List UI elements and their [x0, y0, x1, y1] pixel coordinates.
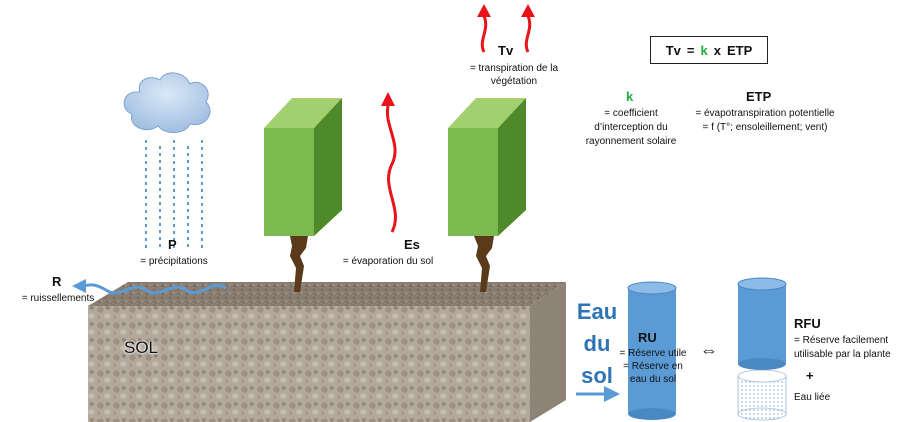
rfu-plus: + — [806, 368, 814, 383]
arrow-head — [381, 92, 395, 106]
flow-arrow-to-ru — [576, 386, 620, 402]
cloud-icon — [123, 72, 211, 133]
formula-k: k — [700, 42, 708, 58]
plant-trunk — [474, 236, 494, 292]
plant-side-face — [498, 98, 526, 236]
soil-block — [88, 282, 566, 422]
plant-right — [448, 98, 526, 292]
plant-top-face — [448, 98, 526, 128]
plant-trunk — [290, 236, 308, 292]
ru-desc-line3: eau du sol — [629, 374, 677, 385]
p-symbol: P — [168, 237, 177, 252]
r-symbol: R — [52, 274, 62, 289]
soil-side-face — [530, 282, 566, 422]
rain-drops — [145, 140, 203, 250]
es-symbol: Es — [404, 237, 420, 252]
rfu-desc-line1: = Réserve facilement — [794, 335, 889, 346]
etp-desc-line1: = évapotranspiration potentielle — [695, 108, 835, 119]
r-desc: = ruissellements — [21, 293, 95, 304]
k-desc-line1: = coefficient — [604, 108, 658, 119]
formula-rhs: ETP — [726, 42, 753, 58]
plant-left — [264, 98, 342, 292]
plant-top-face — [264, 98, 342, 128]
rfu-cylinder — [737, 277, 787, 421]
formula-box: Tv = k x ETP — [650, 36, 768, 64]
arrow-head — [521, 4, 535, 17]
eau-du-sol-line3: sol — [581, 363, 613, 388]
formula-op: x — [713, 42, 721, 58]
rfu-symbol: RFU — [794, 316, 821, 331]
p-desc: = précipitations — [140, 256, 208, 267]
plant-front-face — [448, 128, 498, 236]
plant-side-face — [314, 98, 342, 236]
tv-desc-line2: végétation — [490, 76, 538, 87]
tv-symbol: Tv — [498, 43, 514, 58]
k-desc-line3: rayonnement solaire — [585, 136, 677, 147]
rfu-desc-line2: utilisable par la plante — [794, 349, 891, 360]
transpiration-arrow — [480, 15, 488, 53]
k-desc-line2: d’interception du — [594, 122, 668, 133]
soil-top-face — [88, 282, 566, 306]
eau-du-sol-line2: du — [583, 331, 611, 356]
etp-symbol: ETP — [746, 89, 772, 104]
etp-desc-line2: = f (T°; ensoleillement; vent) — [702, 122, 828, 133]
ru-cylinder — [627, 281, 677, 420]
equivalence-symbol: ⇔ — [700, 340, 718, 360]
soil-front-face — [88, 306, 530, 422]
formula-lhs: Tv — [665, 42, 681, 58]
transpiration-arrow — [524, 15, 532, 53]
sol-label: SOL — [124, 338, 159, 357]
evaporation-arrow — [385, 105, 397, 233]
eau-du-sol-line1: Eau — [576, 299, 618, 324]
ru-symbol: RU — [638, 330, 657, 345]
transpiration-arrows — [480, 15, 532, 53]
runoff-arrow — [72, 279, 227, 295]
arrow-head — [477, 4, 491, 17]
es-desc: = évaporation du sol — [342, 256, 434, 267]
k-symbol: k — [626, 89, 634, 104]
ru-desc-line2: = Réserve en — [623, 361, 683, 372]
eau-du-sol-label: Eau du sol — [572, 296, 622, 392]
tv-desc-line1: = transpiration de la — [469, 63, 559, 74]
formula-eq: = — [686, 42, 695, 58]
rfu-bound-water: Eau liée — [794, 392, 831, 403]
plant-front-face — [264, 128, 314, 236]
ru-desc-line1: = Réserve utile — [619, 348, 687, 359]
